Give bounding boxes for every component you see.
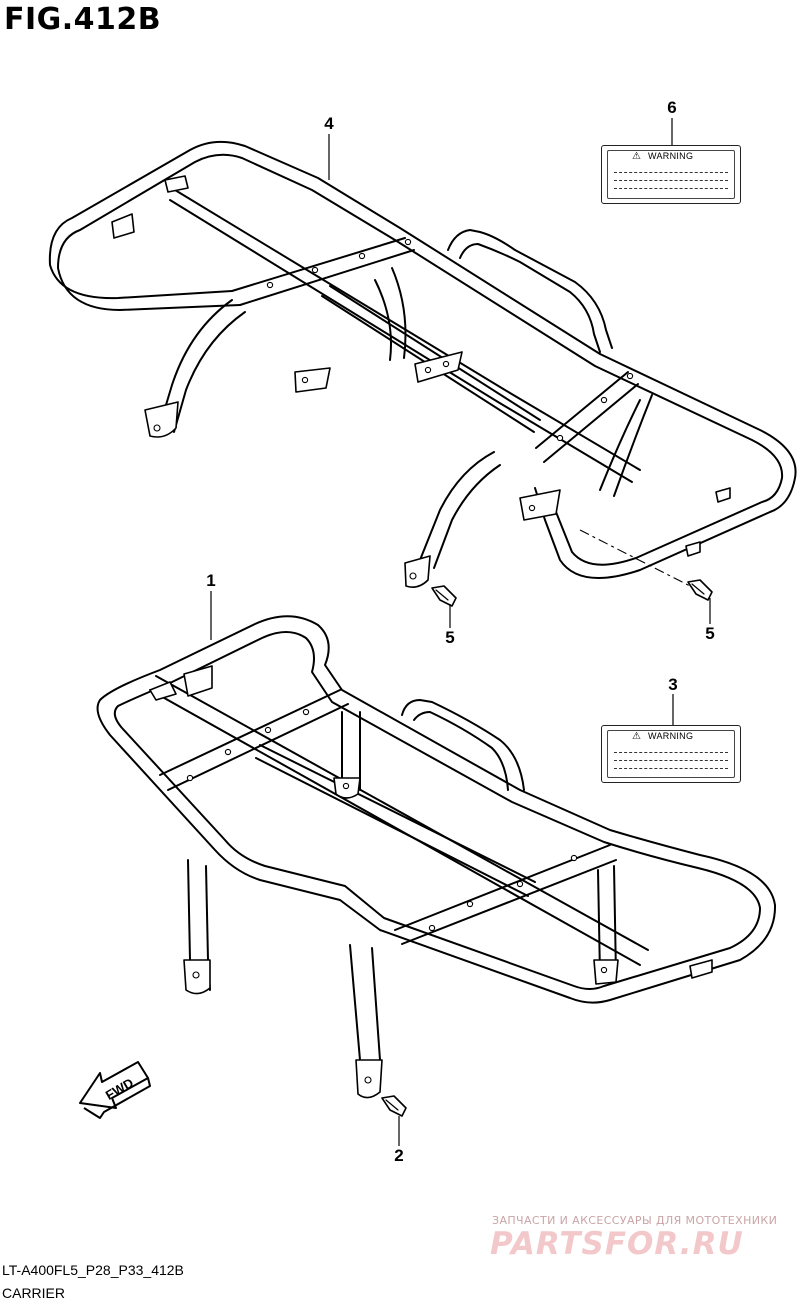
callout-2: 2 [394,1146,404,1165]
warning-label-6: ⚠ WARNING [601,145,741,204]
front-carrier-assembly [96,615,777,1099]
warning-label-3-line [614,752,728,753]
figure-name: CARRIER [2,1285,66,1301]
callout-5-right: 5 [705,624,715,643]
warning-icon: ⚠ [632,151,641,162]
warning-label-6-line [614,188,728,189]
warning-label-3-text: WARNING [648,731,694,741]
figure-code: LT-A400FL5_P28_P33_412B [2,1262,184,1278]
warning-label-6-border [607,150,735,199]
callout-1: 1 [206,571,216,590]
front-carrier-rail [401,699,525,791]
callout-4: 4 [324,114,334,133]
watermark-logo: PARTSFOR.RU [490,1226,744,1262]
warning-label-3-line [614,760,728,761]
fwd-arrow: FWD [79,1061,151,1119]
rear-carrier-rail [447,229,613,349]
callout-5-left: 5 [445,628,455,647]
warning-icon: ⚠ [632,731,641,742]
warning-label-6-text: WARNING [648,151,694,161]
bolt-5-right [687,579,713,601]
rear-carrier-leg [159,299,246,433]
rear-carrier-outer-frame [48,140,797,579]
front-carrier-outer-frame [96,615,777,1004]
rear-carrier-crossbar [231,237,415,306]
front-carrier-crossbar [159,689,349,791]
watermark-tagline: ЗАПЧАСТИ И АКСЕССУАРЫ ДЛЯ МОТОТЕХНИКИ [492,1214,778,1227]
callout-6: 6 [667,98,677,117]
warning-label-6-line [614,180,728,181]
bolt-5-left [431,585,457,607]
warning-label-3: ⚠ WARNING [601,725,741,783]
rear-carrier-assembly [48,140,797,588]
bolt-2 [381,1095,407,1117]
warning-label-3-line [614,768,728,769]
warning-label-3-border [607,730,735,778]
callout-3: 3 [668,675,678,694]
figure-title: FIG.412B [4,2,162,37]
warning-label-6-line [614,172,728,173]
